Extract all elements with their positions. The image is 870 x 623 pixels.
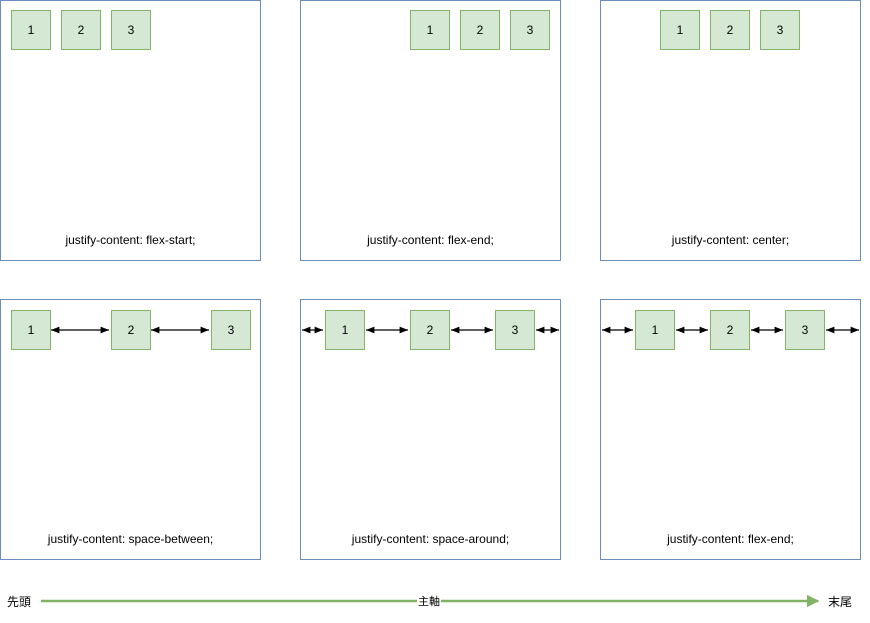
panel-flex-end: 1 2 3 justify-content: flex-end;	[300, 0, 561, 261]
flex-item-2: 2	[460, 10, 500, 50]
panel-flex-start: 1 2 3 justify-content: flex-start;	[0, 0, 261, 261]
flex-item-1: 1	[635, 310, 675, 350]
panel-space-around: 1 2 3 justify-content: space-around;	[300, 299, 561, 560]
flex-item-2: 2	[710, 310, 750, 350]
flex-item-3: 3	[785, 310, 825, 350]
panel-space-between: 1 2 3 justify-content: space-between;	[0, 299, 261, 560]
flex-item-2: 2	[111, 310, 151, 350]
flex-item-2: 2	[710, 10, 750, 50]
flex-item-3: 3	[495, 310, 535, 350]
panel-center: 1 2 3 justify-content: center;	[600, 0, 861, 261]
flex-item-2: 2	[410, 310, 450, 350]
panel-caption: justify-content: space-between;	[47, 532, 214, 546]
flex-item-1: 1	[325, 310, 365, 350]
flex-item-1: 1	[660, 10, 700, 50]
axis-end-label: 末尾	[828, 595, 853, 609]
flex-item-3: 3	[760, 10, 800, 50]
panel-caption: justify-content: center;	[671, 233, 790, 247]
panel-caption: justify-content: space-around;	[351, 532, 510, 546]
flex-item-3: 3	[211, 310, 251, 350]
panel-caption: justify-content: flex-end;	[367, 233, 494, 247]
flex-item-3: 3	[510, 10, 550, 50]
flex-item-2: 2	[61, 10, 101, 50]
panel-space-evenly: 1 2 3 justify-content: flex-end;	[600, 299, 861, 560]
axis-start-label: 先頭	[7, 595, 32, 609]
flex-item-3: 3	[111, 10, 151, 50]
flex-item-1: 1	[410, 10, 450, 50]
axis-middle-label: 主軸	[417, 593, 441, 609]
flex-item-1: 1	[11, 310, 51, 350]
panel-caption: justify-content: flex-end;	[667, 532, 794, 546]
panel-caption: justify-content: flex-start;	[65, 233, 196, 247]
flex-item-1: 1	[11, 10, 51, 50]
